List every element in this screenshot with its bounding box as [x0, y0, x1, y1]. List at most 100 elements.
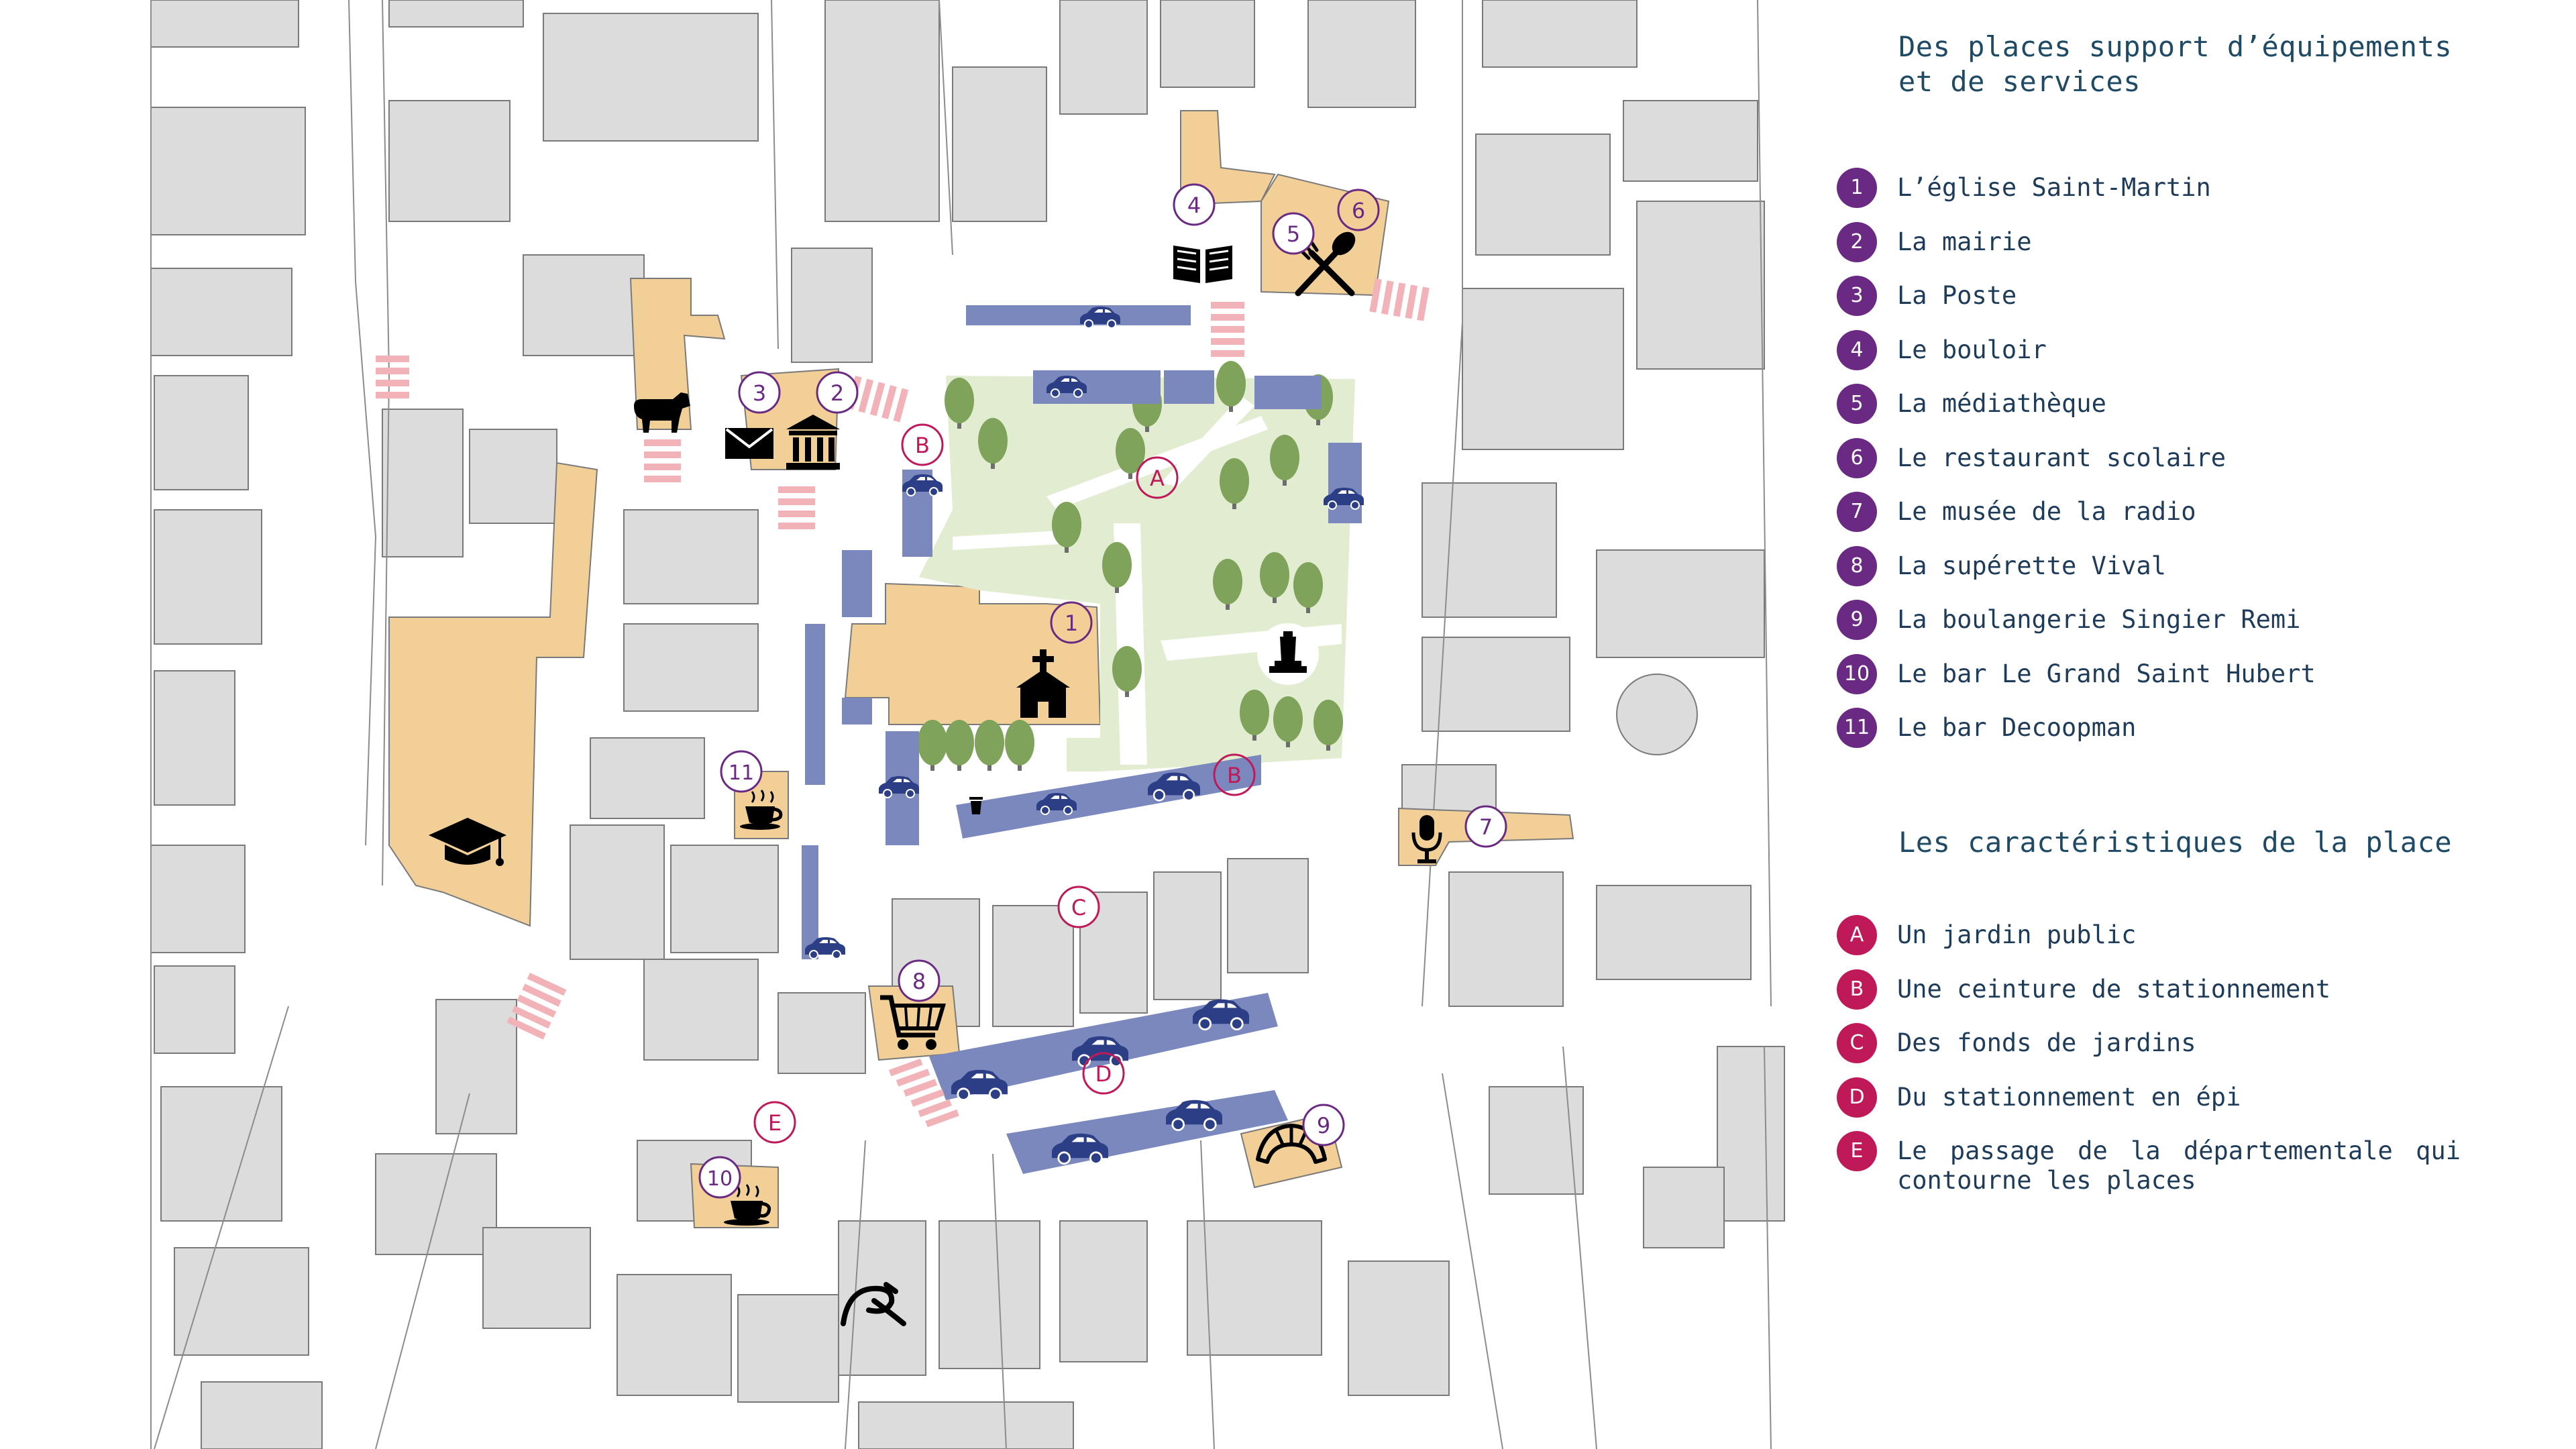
parcel-lines: [150, 0, 1772, 1449]
service-legend-item-5: 5 La médiathèque: [1837, 384, 2106, 424]
microphone-icon: [1411, 815, 1442, 863]
cow-icon: [634, 392, 690, 433]
feature-marker-b: B: [901, 423, 944, 466]
feature-legend-badge: D: [1837, 1077, 1877, 1118]
svg-text:3: 3: [753, 380, 766, 406]
service-legend-badge: 2: [1837, 221, 1877, 262]
coffee-cup-icon: [724, 1184, 771, 1226]
svg-text:A: A: [1150, 466, 1165, 491]
svg-text:2: 2: [830, 380, 844, 406]
feature-legend-label: Un jardin public: [1897, 920, 2137, 949]
service-legend-item-7: 7 Le musée de la radio: [1837, 492, 2196, 532]
svg-text:5: 5: [1287, 221, 1300, 247]
feature-marker-a: A: [1136, 456, 1179, 499]
service-marker-2: 2: [816, 371, 859, 414]
svg-text:4: 4: [1187, 193, 1201, 218]
feature-legend-badge: A: [1837, 915, 1877, 955]
service-legend-badge: 11: [1837, 708, 1877, 748]
service-legend-item-9: 9 La boulangerie Singier Remi: [1837, 600, 2301, 640]
service-marker-6: 6: [1337, 189, 1380, 231]
church-icon: [1016, 649, 1070, 718]
graduation-cap-icon: [429, 818, 506, 866]
feature-legend-badge: B: [1837, 969, 1877, 1010]
feature-legend-label: Le passage de la départementale qui cont…: [1897, 1136, 2461, 1195]
cutlery-icon: [1293, 231, 1356, 297]
trash-icon: [969, 797, 983, 814]
service-legend-label: La boulangerie Singier Remi: [1897, 605, 2301, 634]
service-marker-1: 1: [1050, 601, 1093, 644]
service-marker-7: 7: [1464, 805, 1507, 848]
service-legend-item-2: 2 La mairie: [1837, 221, 2032, 262]
svg-text:11: 11: [729, 761, 754, 785]
service-marker-11: 11: [720, 750, 763, 793]
monument-icon: [1257, 623, 1319, 685]
service-legend-item-10: 10 Le bar Le Grand Saint Hubert: [1837, 653, 2316, 694]
feature-legend-badge: E: [1837, 1131, 1877, 1171]
svg-text:E: E: [768, 1110, 782, 1136]
feature-marker-c: C: [1057, 885, 1100, 928]
service-legend-badge: 8: [1837, 545, 1877, 586]
coffee-cup-icon: [740, 790, 783, 830]
service-legend-badge: 9: [1837, 600, 1877, 640]
service-legend-label: La médiathèque: [1897, 389, 2106, 418]
feature-legend-item-c: C Des fonds de jardins: [1837, 1023, 2196, 1063]
service-legend-badge: 7: [1837, 492, 1877, 532]
service-legend-badge: 4: [1837, 329, 1877, 370]
services-legend-title: Des places support d’équipements et de s…: [1898, 30, 2452, 99]
feature-marker-d: D: [1082, 1052, 1125, 1095]
service-legend-label: L’église Saint-Martin: [1897, 173, 2211, 202]
svg-text:6: 6: [1352, 198, 1365, 223]
service-marker-3: 3: [738, 371, 781, 414]
service-marker-8: 8: [898, 959, 941, 1002]
service-legend-label: La supérette Vival: [1897, 551, 2166, 580]
service-legend-item-6: 6 Le restaurant scolaire: [1837, 437, 2226, 478]
feature-markers: A B B C D E: [753, 423, 1256, 1144]
feature-legend-label: Du stationnement en épi: [1897, 1082, 2241, 1112]
book-icon: [1173, 246, 1232, 283]
svg-text:D: D: [1095, 1061, 1112, 1087]
services-legend-title-line2: et de services: [1898, 65, 2141, 98]
service-marker-5: 5: [1272, 212, 1315, 255]
service-markers: 1 2 3 4 5 6 7 8 9 10 11: [698, 183, 1507, 1199]
service-legend-badge: 6: [1837, 437, 1877, 478]
feature-legend-item-a: A Un jardin public: [1837, 915, 2137, 955]
town-hall-icon: [786, 415, 840, 470]
svg-text:B: B: [1227, 763, 1242, 788]
feature-legend-item-d: D Du stationnement en épi: [1837, 1077, 2241, 1118]
service-legend-badge: 1: [1837, 168, 1877, 208]
service-legend-label: Le bouloir: [1897, 335, 2047, 364]
service-marker-9: 9: [1302, 1104, 1345, 1146]
mail-icon: [725, 428, 773, 459]
service-legend-label: Le bar Le Grand Saint Hubert: [1897, 659, 2316, 688]
service-legend-label: Le restaurant scolaire: [1897, 443, 2226, 472]
service-marker-10: 10: [698, 1156, 741, 1199]
shopping-cart-icon: [880, 995, 947, 1050]
feature-legend-label: Des fonds de jardins: [1897, 1028, 2196, 1057]
service-legend-badge: 10: [1837, 653, 1877, 694]
feature-legend-item-e: E Le passage de la départementale qui con…: [1837, 1131, 2461, 1195]
svg-text:9: 9: [1317, 1113, 1330, 1138]
svg-text:1: 1: [1065, 610, 1078, 636]
svg-text:B: B: [915, 433, 930, 458]
svg-text:C: C: [1071, 895, 1086, 920]
crosswalks: [376, 278, 1430, 1128]
features-legend-title: Les caractéristiques de la place: [1898, 826, 2453, 859]
svg-text:7: 7: [1479, 814, 1493, 840]
service-legend-badge: 5: [1837, 384, 1877, 424]
service-legend-label: La mairie: [1897, 227, 2032, 256]
feature-legend-badge: C: [1837, 1023, 1877, 1063]
buildings: [150, 0, 1785, 1449]
service-legend-item-8: 8 La supérette Vival: [1837, 545, 2166, 586]
service-legend-item-11: 11 Le bar Decoopman: [1837, 708, 2137, 748]
svg-text:10: 10: [707, 1167, 733, 1191]
service-legend-label: Le musée de la radio: [1897, 497, 2196, 526]
service-legend-item-4: 4 Le bouloir: [1837, 329, 2047, 370]
bird-logo-icon: [841, 1282, 906, 1326]
svg-text:8: 8: [912, 969, 926, 994]
feature-marker-e: E: [753, 1101, 796, 1144]
service-legend-label: Le bar Decoopman: [1897, 713, 2137, 742]
service-legend-badge: 3: [1837, 276, 1877, 316]
